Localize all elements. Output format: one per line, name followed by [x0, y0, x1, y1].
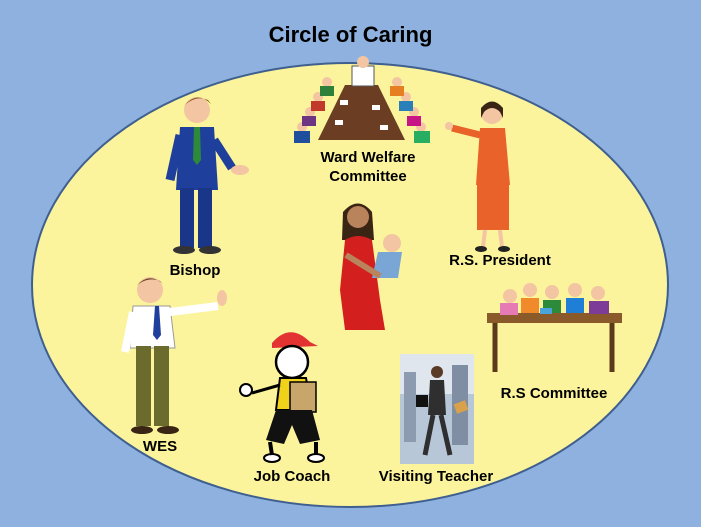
visiting-teacher-illustration	[400, 354, 474, 464]
label-rs-president: R.S. President	[449, 252, 551, 269]
wes-illustration	[121, 277, 227, 434]
mother-and-child-illustration	[340, 203, 402, 330]
label-wes: WES	[142, 438, 178, 455]
diagram-title: Circle of Caring	[268, 22, 433, 47]
bishop-illustration	[165, 97, 249, 254]
rs-president-illustration	[445, 101, 510, 252]
label-visiting-teacher: Visiting Teacher	[378, 468, 494, 485]
job-coach-illustration	[239, 332, 325, 463]
label-ward-welfare-committee: Ward Welfare Committee	[320, 149, 416, 185]
label-rs-committee: R.S Committee	[500, 385, 608, 402]
meeting-table-illustration	[294, 56, 430, 143]
label-bishop: Bishop	[169, 262, 221, 279]
rs-committee-illustration	[487, 283, 622, 372]
label-job-coach: Job Coach	[253, 468, 331, 485]
